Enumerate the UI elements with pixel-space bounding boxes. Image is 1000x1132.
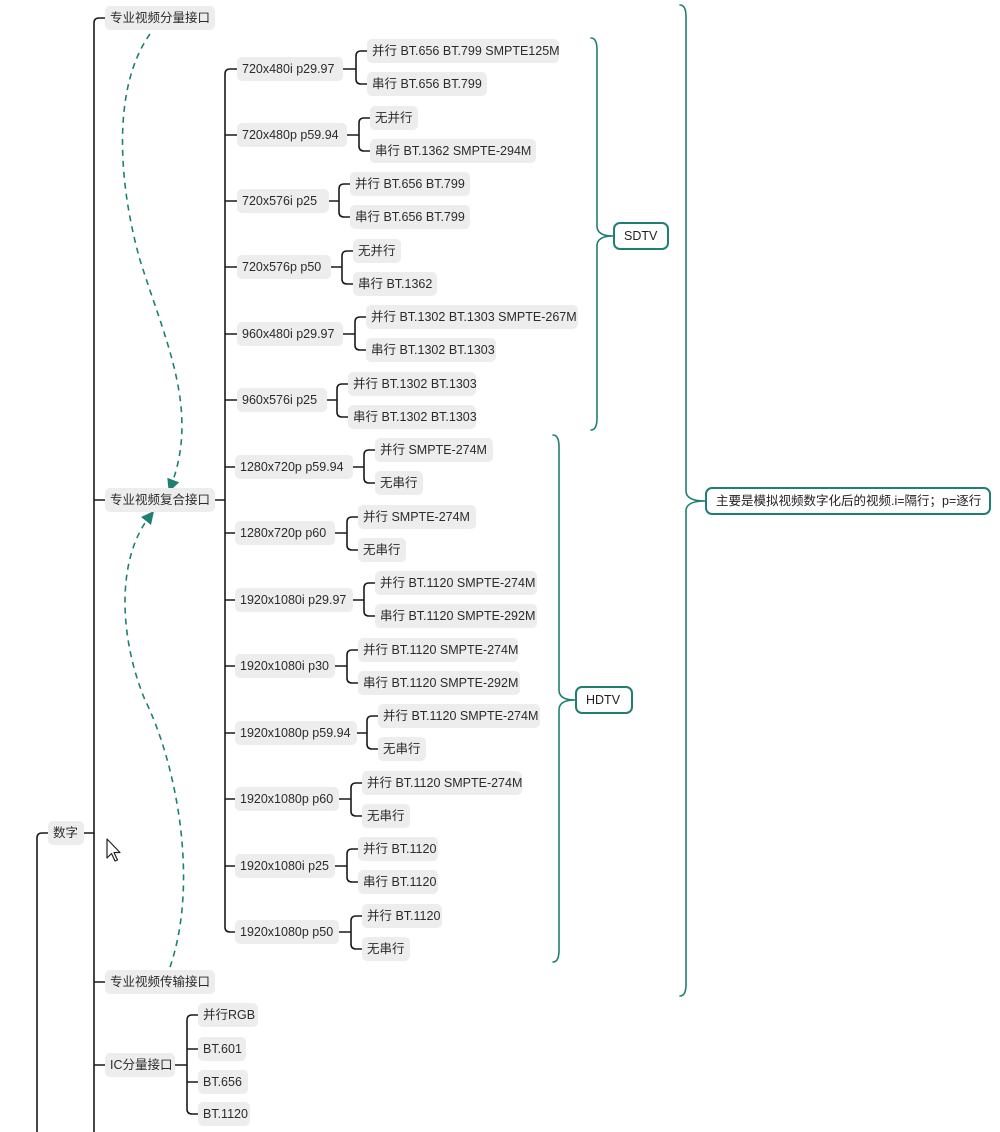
brace-hdtv	[552, 434, 576, 963]
connector-fmt-1280x720p60	[334, 516, 359, 551]
tag-summary[interactable]: 主要是模拟视频数字化后的视频.i=隔行；p=逐行	[705, 487, 991, 515]
node-leaf-960x480i-par[interactable]: 并行 BT.1302 BT.1303 SMPTE-267M	[366, 305, 578, 329]
brace-sdtv	[590, 37, 614, 431]
connector-fmt-720x576p	[330, 250, 354, 285]
node-fmt-720x480p[interactable]: 720x480p p59.94	[237, 123, 347, 147]
node-leaf-1280x720p60-ser[interactable]: 无串行	[358, 538, 406, 562]
node-ic-rgb[interactable]: 并行RGB	[198, 1003, 258, 1027]
node-leaf-1920x1080i2997-par[interactable]: 并行 BT.1120 SMPTE-274M	[375, 571, 537, 595]
node-leaf-1280x720p5994-par[interactable]: 并行 SMPTE-274M	[375, 438, 493, 462]
node-leaf-960x480i-ser[interactable]: 串行 BT.1302 BT.1303	[366, 338, 496, 362]
connector-ic-items	[174, 1014, 199, 1115]
node-ic-1120[interactable]: BT.1120	[198, 1102, 250, 1126]
node-fmt-720x576i[interactable]: 720x576i p25	[237, 189, 329, 213]
node-fmt-1920x1080i25[interactable]: 1920x1080i p25	[235, 854, 335, 878]
connector-fmt-1920x1080i25	[334, 848, 359, 883]
tag-sdtv[interactable]: SDTV	[613, 222, 669, 250]
node-leaf-960x576i-par[interactable]: 并行 BT.1302 BT.1303	[348, 372, 477, 396]
node-leaf-720x480p-ser[interactable]: 串行 BT.1362 SMPTE-294M	[370, 139, 536, 163]
connector-root-trunk	[36, 832, 49, 1132]
node-fmt-1920x1080i30[interactable]: 1920x1080i p30	[235, 654, 335, 678]
node-leaf-1920x1080i30-par[interactable]: 并行 BT.1120 SMPTE-274M	[358, 638, 518, 662]
connector-fmt-1920x1080p5994	[356, 715, 379, 750]
node-leaf-1920x1080p60-ser[interactable]: 无串行	[362, 804, 410, 828]
connector-fmt-1920x1080i2997	[352, 582, 376, 617]
node-fmt-960x480i[interactable]: 960x480i p29.97	[237, 322, 343, 346]
connector-fmt-720x576i	[328, 183, 351, 218]
node-fmt-1920x1080p50[interactable]: 1920x1080p p50	[235, 920, 339, 944]
mouse-cursor-icon	[106, 838, 121, 862]
connector-fmt-720x480p	[346, 117, 371, 152]
node-leaf-1280x720p5994-ser[interactable]: 无串行	[375, 471, 423, 495]
node-l1-component[interactable]: 专业视频分量接口	[105, 6, 215, 30]
node-leaf-720x480i-par[interactable]: 并行 BT.656 BT.799 SMPTE125M	[367, 39, 560, 63]
node-ic-601[interactable]: BT.601	[198, 1037, 246, 1061]
tag-hdtv[interactable]: HDTV	[575, 686, 633, 714]
node-fmt-1920x1080i2997[interactable]: 1920x1080i p29.97	[235, 588, 353, 612]
node-leaf-1920x1080p60-par[interactable]: 并行 BT.1120 SMPTE-274M	[362, 771, 522, 795]
node-leaf-720x480p-par[interactable]: 无并行	[370, 106, 418, 130]
connector-fmt-960x480i	[342, 316, 367, 351]
node-leaf-1920x1080p5994-par[interactable]: 并行 BT.1120 SMPTE-274M	[378, 704, 540, 728]
node-fmt-1920x1080p60[interactable]: 1920x1080p p60	[235, 787, 339, 811]
dashed-link-transport-to-composite	[124, 510, 185, 968]
node-leaf-1920x1080p5994-ser[interactable]: 无串行	[378, 737, 426, 761]
node-leaf-720x576i-par[interactable]: 并行 BT.656 BT.799	[350, 172, 470, 196]
dashed-link-component-to-composite	[121, 33, 183, 492]
connector-fmt-1280x720p5994	[352, 449, 376, 484]
node-leaf-1920x1080p50-par[interactable]: 并行 BT.1120	[362, 904, 442, 928]
node-l1-transport[interactable]: 专业视频传输接口	[105, 970, 215, 994]
node-root[interactable]: 数字	[48, 821, 84, 845]
node-l1-ic[interactable]: IC分量接口	[105, 1053, 175, 1077]
connector-fmt-1920x1080i30	[334, 649, 359, 684]
connector-fmt-1920x1080p60	[338, 782, 363, 817]
node-fmt-1280x720p60[interactable]: 1280x720p p60	[235, 521, 335, 545]
node-leaf-1920x1080p50-ser[interactable]: 无串行	[362, 937, 410, 961]
node-fmt-1280x720p5994[interactable]: 1280x720p p59.94	[235, 455, 353, 479]
node-leaf-720x480i-ser[interactable]: 串行 BT.656 BT.799	[367, 72, 487, 96]
node-fmt-720x480i[interactable]: 720x480i p29.97	[237, 57, 343, 81]
node-leaf-720x576p-par[interactable]: 无并行	[353, 239, 401, 263]
node-leaf-960x576i-ser[interactable]: 串行 BT.1302 BT.1303	[348, 405, 477, 429]
connector-composite-formats	[214, 68, 238, 933]
connector-fmt-960x576i	[326, 383, 349, 418]
node-leaf-1920x1080i25-par[interactable]: 并行 BT.1120	[358, 837, 438, 861]
node-leaf-1920x1080i30-ser[interactable]: 串行 BT.1120 SMPTE-292M	[358, 671, 520, 695]
node-leaf-1280x720p60-par[interactable]: 并行 SMPTE-274M	[358, 505, 476, 529]
connector-level1-spine	[93, 17, 106, 1132]
node-ic-656[interactable]: BT.656	[198, 1070, 248, 1094]
brace-all-formats	[679, 4, 706, 997]
node-l1-composite[interactable]: 专业视频复合接口	[105, 488, 215, 512]
node-fmt-960x576i[interactable]: 960x576i p25	[237, 388, 327, 412]
node-leaf-720x576p-ser[interactable]: 串行 BT.1362	[353, 272, 437, 296]
node-leaf-1920x1080i2997-ser[interactable]: 串行 BT.1120 SMPTE-292M	[375, 604, 537, 628]
node-leaf-1920x1080i25-ser[interactable]: 串行 BT.1120	[358, 870, 438, 894]
connector-fmt-1920x1080p50	[338, 915, 363, 950]
node-fmt-1920x1080p5994[interactable]: 1920x1080p p59.94	[235, 721, 357, 745]
node-leaf-720x576i-ser[interactable]: 串行 BT.656 BT.799	[350, 205, 470, 229]
connector-fmt-720x480i	[342, 50, 368, 85]
node-fmt-720x576p[interactable]: 720x576p p50	[237, 255, 331, 279]
